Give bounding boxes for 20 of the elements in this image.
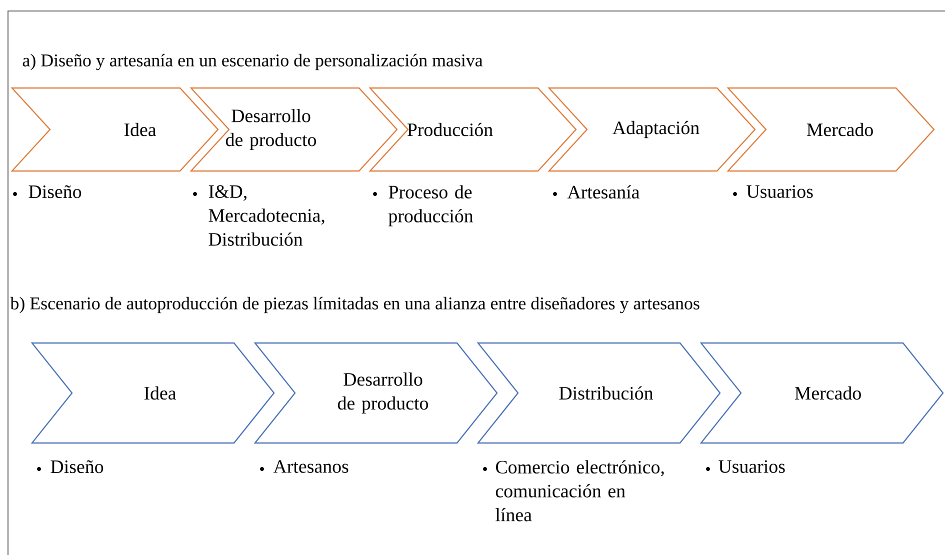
bullet-item: Artesanos (260, 460, 348, 473)
bullet-item: Artesanía (553, 185, 640, 199)
chevron-box: Mercado (700, 342, 944, 444)
chevron-box: Idea (10, 87, 219, 172)
chevron-box: Desarrollo de producto (254, 342, 498, 444)
chevron-box: Mercado (726, 87, 935, 172)
chevron-box: Distribución (476, 342, 721, 444)
chevron-box: Adaptación (548, 87, 756, 172)
bullet-item: Usuarios (706, 460, 785, 473)
bullet-item: Diseño (13, 185, 82, 198)
bullet-item: Usuarios (733, 185, 813, 198)
section-heading: b) Escenario de autoproducción de piezas límitadas en una alianza entre diseñadores y artesanos (10, 296, 700, 314)
bullet-item: I&D, Mercadotecnia, Distribución (193, 185, 324, 246)
bullet-item: Comercio electrónico, comunicación en línea (483, 460, 664, 522)
chevron-box: Idea (30, 342, 275, 444)
chevron-box: Producción (368, 87, 577, 172)
bullet-item: Diseño (37, 460, 104, 474)
section-heading: a) Diseño y artesanía en un escenario de personalización masiva (22, 54, 483, 70)
bullet-item: Proceso de producción (373, 185, 474, 226)
chevron-box: Desarrollo de producto (190, 87, 398, 172)
